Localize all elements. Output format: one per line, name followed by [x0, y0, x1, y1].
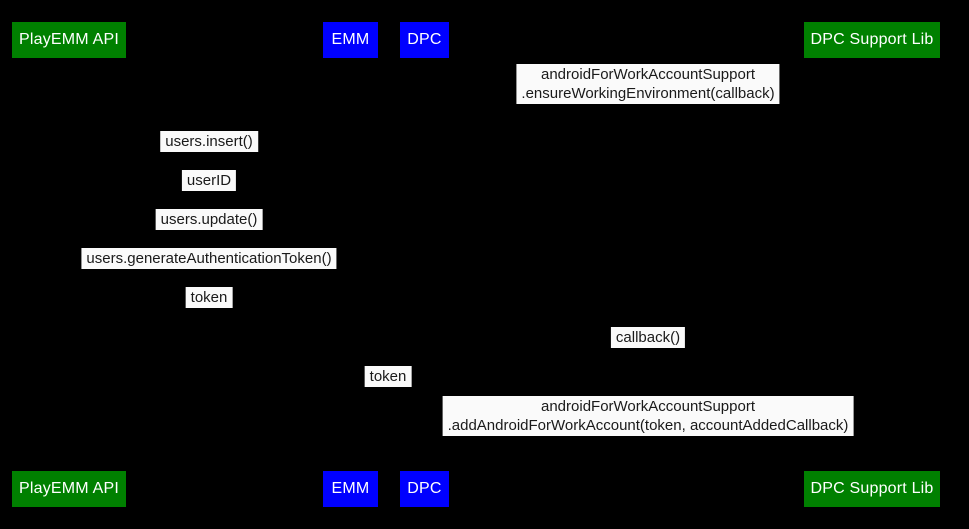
- participant-dpc-top: DPC: [400, 22, 449, 58]
- message-generate-authentication-token: users.generateAuthenticationToken(): [81, 248, 337, 269]
- participant-playemm-api-top: PlayEMM API: [12, 22, 126, 58]
- message-users-update: users.update(): [155, 209, 263, 230]
- participant-emm-bottom: EMM: [323, 471, 378, 507]
- message-users-insert: users.insert(): [160, 131, 258, 152]
- message-line: token: [190, 289, 228, 306]
- message-callback: callback(): [610, 327, 686, 348]
- message-line: token: [369, 368, 407, 385]
- participant-dpc-support-lib-bottom: DPC Support Lib: [804, 471, 940, 507]
- message-line: .addAndroidForWorkAccount(token, account…: [447, 417, 849, 434]
- participant-playemm-api-bottom: PlayEMM API: [12, 471, 126, 507]
- participant-dpc-bottom: DPC: [400, 471, 449, 507]
- message-line: users.update(): [160, 211, 258, 228]
- message-ensure-working-environment: androidForWorkAccountSupport .ensureWork…: [516, 64, 780, 104]
- message-line: callback(): [615, 329, 681, 346]
- message-line: androidForWorkAccountSupport: [540, 66, 755, 83]
- message-userid: userID: [181, 170, 237, 191]
- participant-emm-top: EMM: [323, 22, 378, 58]
- message-token-return: token: [185, 287, 233, 308]
- participant-dpc-support-lib-top: DPC Support Lib: [804, 22, 940, 58]
- message-line: androidForWorkAccountSupport: [541, 398, 755, 415]
- message-add-android-for-work-account: androidForWorkAccountSupport .addAndroid…: [442, 396, 854, 436]
- message-token-forward: token: [364, 366, 412, 387]
- message-line: users.generateAuthenticationToken(): [86, 250, 332, 267]
- message-line: .ensureWorkingEnvironment(callback): [521, 85, 775, 102]
- message-line: users.insert(): [165, 133, 253, 150]
- message-line: userID: [186, 172, 232, 189]
